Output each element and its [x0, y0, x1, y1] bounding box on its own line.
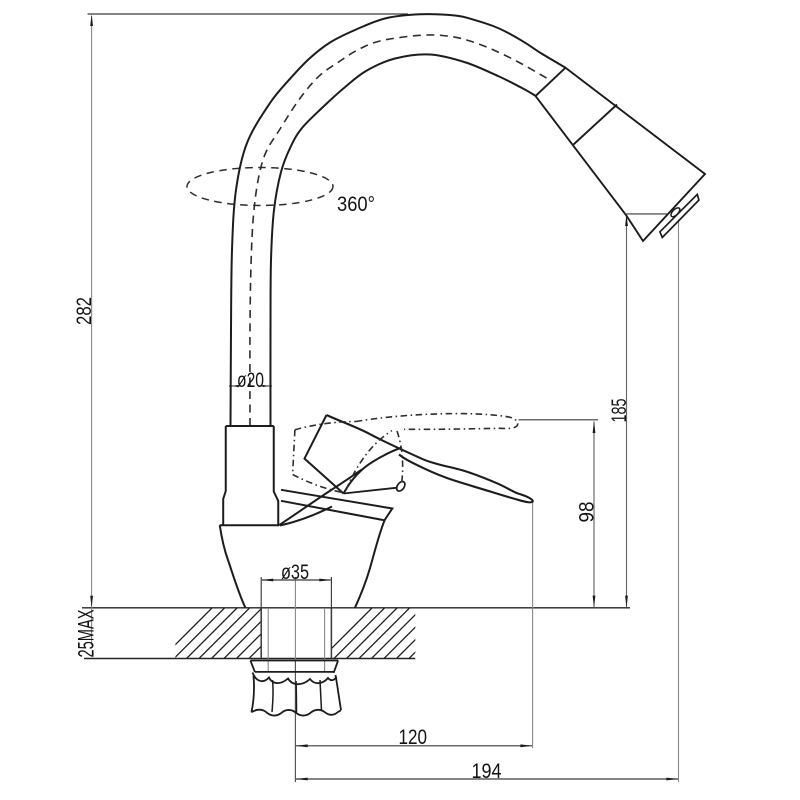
svg-text:194: 194	[472, 760, 502, 783]
svg-text:ø35: ø35	[281, 561, 309, 584]
svg-text:282: 282	[73, 297, 96, 325]
svg-text:ø20: ø20	[237, 369, 264, 392]
svg-text:360°: 360°	[337, 193, 375, 216]
svg-text:120: 120	[399, 726, 428, 749]
svg-text:98: 98	[575, 502, 598, 523]
svg-text:185: 185	[608, 399, 631, 423]
svg-text:25MAX: 25MAX	[74, 609, 99, 657]
